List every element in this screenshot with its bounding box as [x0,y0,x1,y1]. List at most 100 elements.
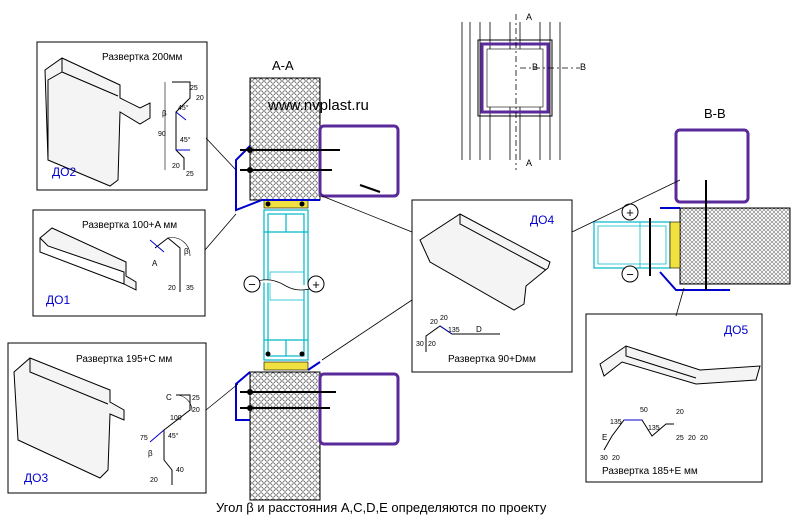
do2-dim: 45° [178,104,189,112]
sign-minus-bb: − [621,265,639,283]
do5-dim: 135 [648,425,660,432]
do3-dim: 100 [170,415,182,422]
do5-dim: 25 [676,435,684,442]
cross-section-do3 [149,394,193,485]
do2-dim: 20 [172,163,180,170]
svg-text:B: B [580,62,586,72]
detail-do3 [7,342,207,494]
steel-tube-upper [318,124,400,198]
do1-name: ДО1 [46,293,70,307]
do1-dim: β [184,247,189,256]
do5-sweep: Развертка 185+E мм [602,466,698,477]
gasket-bb [669,221,681,269]
do4-name: ДО4 [530,213,554,227]
do2-dim: 25 [190,85,198,92]
do1-sweep: Развертка 100+A мм [82,220,177,231]
do3-name: ДО3 [24,471,48,485]
window-frame [263,209,309,361]
flashing-aa [235,145,321,421]
detail-frame [585,313,763,483]
section-bb: + − [593,128,791,291]
do4-dim: 135 [448,327,460,334]
website-label: www.nvplast.ru [267,97,369,114]
detail-do4 [411,199,573,373]
sign-plus-bb: + [621,203,639,221]
cross-section-do4 [425,325,500,352]
do3-dim: 45° [168,432,179,440]
do5-dim: 50 [640,407,648,414]
screws-bb [649,180,707,290]
gasket-lower [263,361,309,371]
sign-plus-aa: + [307,275,325,293]
svg-text:+: + [626,205,634,220]
leader-lines [204,137,685,411]
screws-aa [240,149,381,409]
do5-dim: 135 [610,419,622,426]
section-aa: − + [235,77,400,501]
do2-dim: 90 [158,131,166,138]
do3-dim: 20 [192,407,200,414]
caption: Угол β и расстояния A,C,D,E определяются… [216,500,547,515]
screw-heads-aa [247,147,305,411]
do3-dim: 75 [140,435,148,442]
do1-dim: A [152,259,158,268]
steel-tube-lower [318,372,400,446]
plan-view: A A B B [461,12,586,170]
do1-dim: 20 [168,285,176,292]
do5-dim: E [602,433,607,442]
do4-dim: 30 [416,341,424,348]
do3-sweep: Развертка 195+С мм [76,354,172,365]
do3-dim: C [166,393,172,402]
do4-dim: 20 [428,341,436,348]
do3-dim: 40 [176,467,184,474]
cross-section-do2 [164,81,191,170]
svg-text:A: A [526,12,532,22]
detail-do5 [585,313,763,483]
do3-dim: β [148,449,153,458]
svg-text:+: + [312,277,320,292]
window-frame-bb [593,221,671,269]
profile-3d-do4 [419,213,551,311]
sandwich-panel-bb [679,207,791,285]
svg-text:B: B [532,62,538,72]
do5-dim: 30 [600,455,608,462]
profile-3d-do2 [44,57,151,187]
profile-3d-do5 [599,345,761,385]
section-bb-title: B-B [704,106,726,121]
steel-tube-bb [674,128,750,204]
do4-dim: 20 [440,315,448,322]
do2-dim: β [162,109,167,118]
cross-section-do5 [603,419,674,451]
do3-dim: 20 [150,477,158,484]
profile-3d-do3 [13,357,125,479]
do5-dim: 20 [688,435,696,442]
svg-text:A: A [526,158,532,168]
do3-dim: 25 [192,395,200,402]
do2-dim: 45° [180,136,191,144]
detail-do2 [36,41,208,191]
do5-dim: 20 [612,455,620,462]
detail-do1 [32,209,206,317]
flashing-bb [659,207,730,291]
do2-dim: 20 [196,95,204,102]
sandwich-panel-upper [249,77,321,201]
svg-text:−: − [626,267,634,282]
do1-dim: 35 [186,285,194,292]
sign-minus-aa: − [243,275,261,293]
do4-sweep: Развертка 90+Dмм [448,354,536,365]
profile-3d-do1 [39,227,137,291]
svg-text:−: − [248,277,256,292]
do5-name: ДО5 [724,323,748,337]
do4-dim: 20 [430,319,438,326]
sandwich-panel-lower [249,371,321,501]
do4-dim: D [476,325,482,334]
do5-dim: 20 [700,435,708,442]
do2-name: ДО2 [52,165,76,179]
do2-sweep: Развертка 200мм [102,52,183,63]
do5-dim: 20 [676,409,684,416]
section-aa-title: A-A [272,58,294,73]
break-line [254,279,319,291]
do2-dim: 25 [186,171,194,178]
cross-section-do1 [149,237,191,292]
